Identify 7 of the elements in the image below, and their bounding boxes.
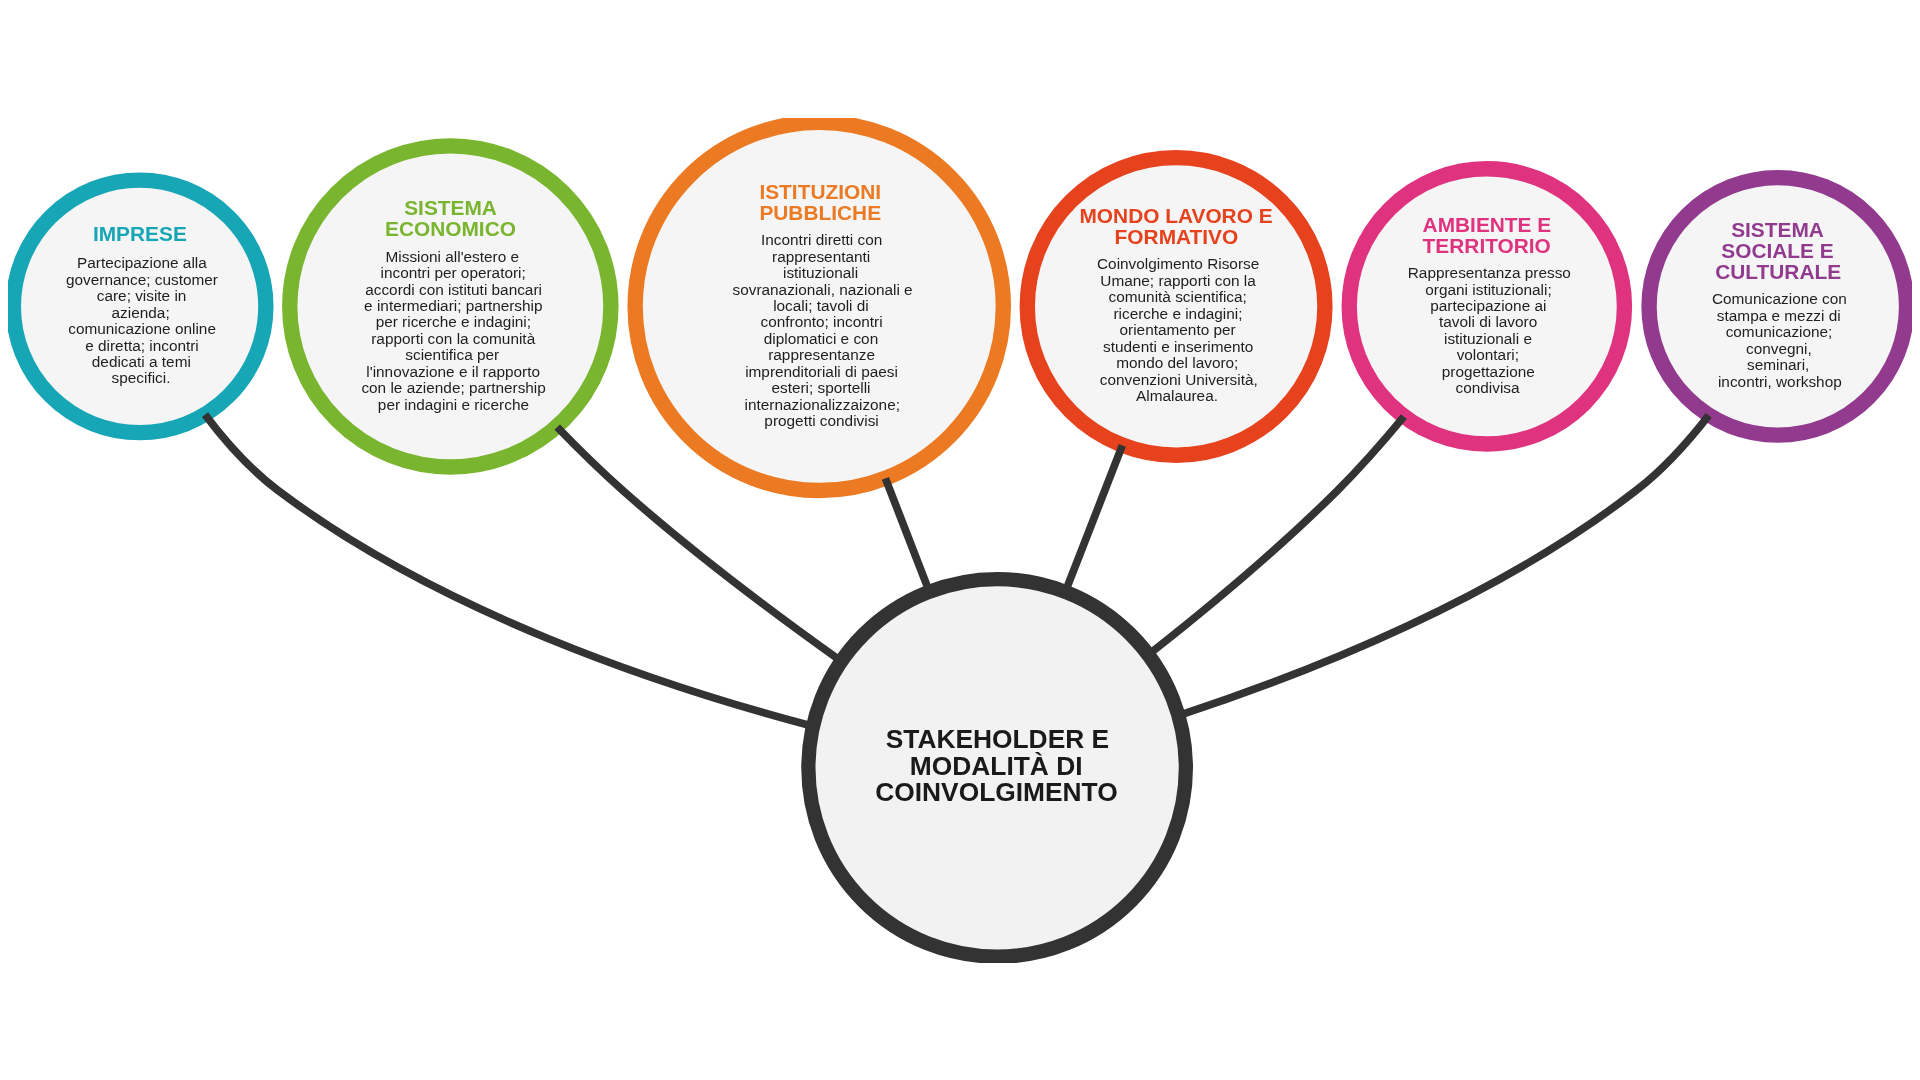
node-circle: STAKEHOLDER E MODALITÀ DI COINVOLGIMENTO xyxy=(801,571,1193,963)
node-circle: IMPRESE Partecipazione alla governance; customer care; visite in azienda; comunicazione online e diretta; incontri dedicati a temi specifici. xyxy=(8,171,274,440)
node-circle: MONDO LAVORO E FORMATIVO Coinvolgimento Risorse Umane; rapporti con la comunità scientifica; ricerche e indagini; orientamento per studenti e inserimento mondo del lavoro; convenzioni Università, Almalaurea. xyxy=(1019,149,1333,463)
node-circle: ISTITUZIONI PUBBLICHE Incontri diretti con rappresentanti istituzionali sovranazionali, nazionali e locali; tavoli di confronto; incontri diplomatici e con rappresentanze imprenditoriali di paesi esteri; sportelli internazionalizzaizone; progetti condivisi xyxy=(627,117,1012,498)
node-circle: SISTEMA SOCIALE E CULTURALE Comunicazione con stampa e mezzi di comunicazione; convegni, seminari, incontri, workshop xyxy=(1641,169,1912,443)
node-circle: AMBIENTE E TERRITORIO Rappresentanza presso organi istituzionali; partecipazione ai tavoli di lavoro istituzionali e volontari; progettazione condivisa xyxy=(1341,160,1633,452)
node-circle: SISTEMA ECONOMICO Missioni all'estero e incontri per operatori; accordi con istituti bancari e intermediari; partnership per ricerche e indagini; rapporti con la comunità scientifica per l'innovazione e il rapporto con le aziende; partnership per indagini e ricerche xyxy=(282,137,619,475)
